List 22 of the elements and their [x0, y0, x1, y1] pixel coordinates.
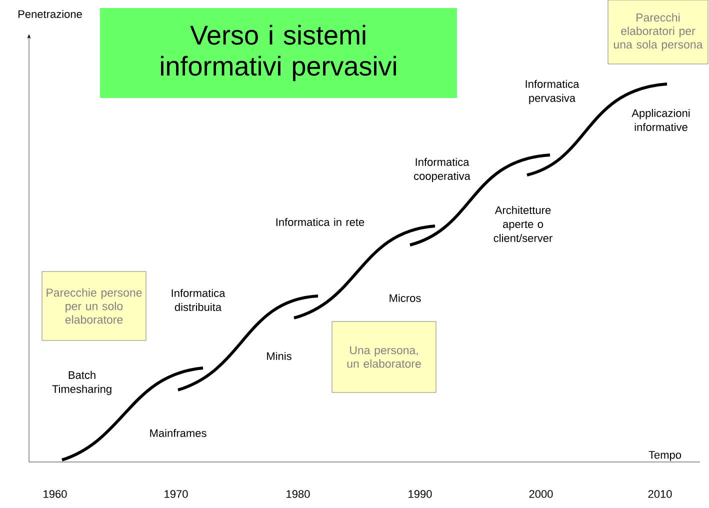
axis-label: Tempo [648, 451, 682, 461]
title-banner: Verso i sistemi informativi pervasivi [100, 8, 457, 98]
axis-label: Batch Timesharing [52, 370, 112, 396]
axis-label: 1960 [44, 490, 67, 498]
axis-label: Architetture aperte o client/server [494, 206, 552, 242]
axis-label: Informatica in rete [276, 218, 364, 226]
note-box: Una persona, un elaboratore [332, 321, 436, 393]
note-box: Parecchie persone per un solo elaboratore [42, 271, 146, 341]
note-box: Parecchi elaboratori per una sola persona [608, 0, 708, 64]
axis-label: 2010 [648, 490, 672, 498]
axis-label: 1990 [408, 490, 432, 498]
axis-label: Penetrazione [18, 10, 82, 18]
axis-label: 1980 [286, 490, 310, 498]
axis-label: Informatica cooperativa [414, 158, 470, 182]
axis-label: Informatica pervasiva [526, 80, 580, 104]
axis-label: Informatica distribuita [172, 288, 226, 312]
axis-label: Mainframes [150, 428, 206, 438]
axis-label: Minis [267, 352, 292, 360]
axis-label: 1970 [164, 490, 188, 498]
axis-label: 2000 [529, 490, 553, 498]
axis-label: Applicazioni informative [632, 108, 690, 132]
axis-label: Micros [390, 294, 421, 302]
